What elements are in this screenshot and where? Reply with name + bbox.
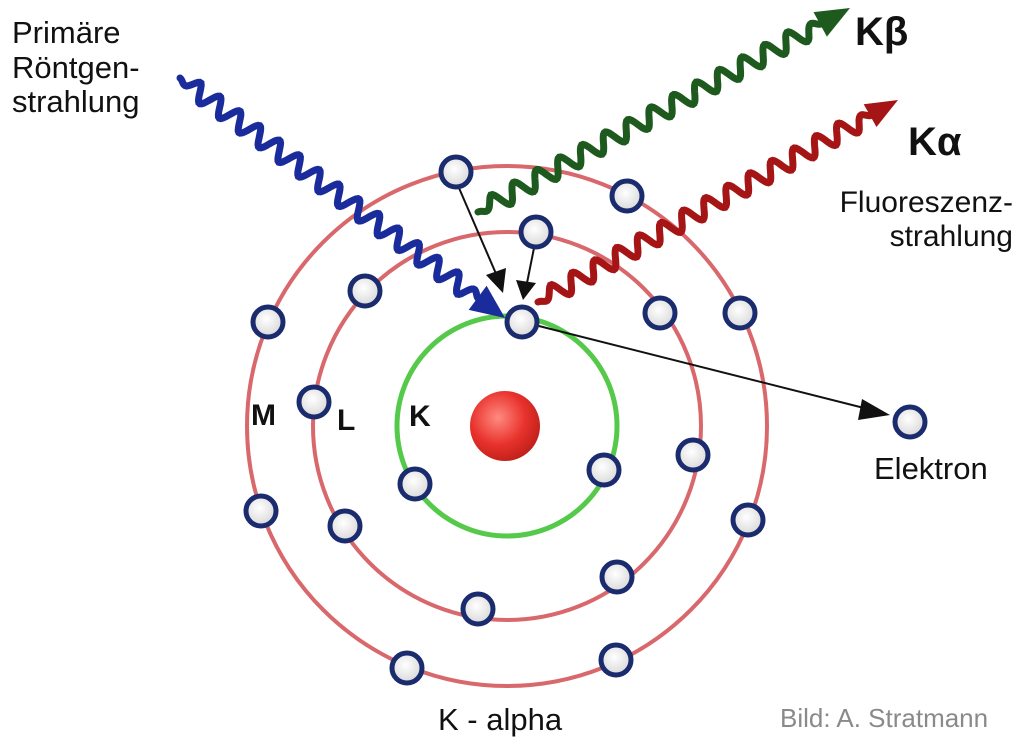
primary-label-line2: Röntgen-: [12, 49, 140, 85]
electron-label: Elektron: [874, 451, 988, 486]
electron: [675, 437, 711, 473]
electron: [389, 650, 425, 686]
electron: [609, 178, 645, 214]
nucleus: [470, 391, 540, 461]
shell-m-label: M: [251, 399, 276, 432]
electron: [599, 559, 635, 595]
m-shell-ring: [245, 164, 769, 688]
electron: [347, 273, 383, 309]
electron: [397, 466, 433, 502]
k-beta-label: Kβ: [855, 10, 909, 54]
k-alpha-arrowhead: [863, 100, 898, 127]
shell-k-label: K: [409, 400, 431, 433]
ejection-arrowhead: [858, 399, 890, 420]
transition-arrowhead-l-to-k: [516, 280, 536, 300]
electron: [730, 502, 766, 538]
electron: [438, 154, 474, 190]
transition-arrow-m-to-k: [458, 187, 498, 277]
fluorescence-label-line1: Fluoreszenz-: [839, 186, 1013, 219]
electron: [243, 493, 279, 529]
electron: [722, 295, 758, 331]
electrons: [243, 154, 928, 686]
ejection-arrow: [522, 321, 869, 410]
electron: [250, 304, 286, 340]
image-credit: Bild: A. Stratmann: [780, 703, 989, 733]
k-beta-wave: [474, 19, 824, 216]
shell-l-label: L: [337, 404, 356, 437]
electron: [892, 404, 928, 440]
fluorescence-label: Fluoreszenz- strahlung: [795, 186, 1013, 253]
diagram-caption: K - alpha: [438, 702, 563, 737]
electron: [598, 642, 634, 678]
transition-arrow-l-to-k: [526, 247, 535, 284]
electron: [296, 384, 332, 420]
k-alpha-wave: [534, 111, 874, 306]
electron: [642, 295, 678, 331]
primary-xray-label: Primäre Röntgen- strahlung: [12, 15, 140, 120]
electron: [586, 452, 622, 488]
electron: [504, 304, 540, 340]
electron: [460, 591, 496, 627]
primary-xray-wave: [176, 74, 482, 302]
electron: [518, 214, 554, 250]
primary-label-line3: strahlung: [12, 84, 140, 120]
primary-xray-arrowhead: [468, 285, 505, 318]
primary-label-line1: Primäre: [12, 15, 121, 50]
electron: [327, 508, 363, 544]
transition-arrowhead-m-to-k: [486, 268, 506, 293]
k-alpha-label: Kα: [908, 120, 962, 164]
k-beta-arrowhead: [813, 8, 850, 37]
fluorescence-label-line2: strahlung: [889, 219, 1013, 253]
l-shell-ring: [311, 230, 703, 622]
